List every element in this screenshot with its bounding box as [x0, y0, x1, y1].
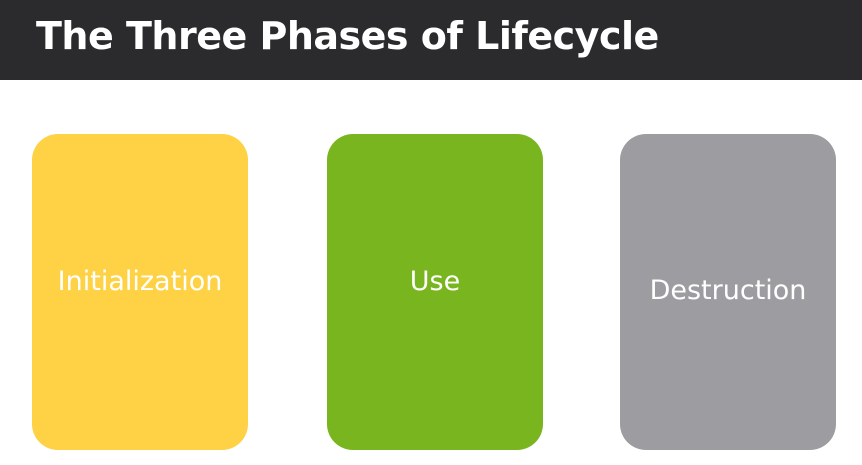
phase-label-initialization: Initialization [57, 266, 223, 297]
phase-card-initialization: Initialization [32, 134, 248, 450]
slide-title: The Three Phases of Lifecycle [36, 14, 659, 58]
phase-card-use: Use [327, 134, 543, 450]
phase-label-use: Use [409, 266, 461, 297]
title-bar: The Three Phases of Lifecycle [0, 0, 862, 80]
phase-label-destruction: Destruction [649, 275, 807, 306]
phase-card-destruction: Destruction [620, 134, 836, 450]
